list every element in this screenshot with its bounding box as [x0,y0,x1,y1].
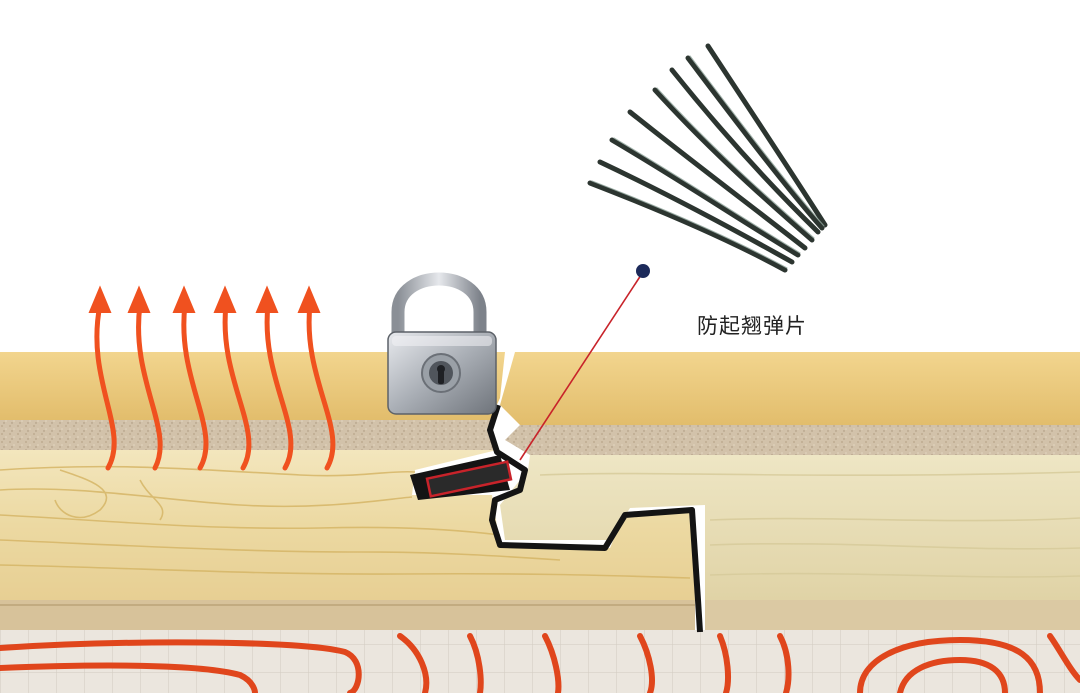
heat-arrow-icon [127,285,163,471]
right-board-backing [705,600,1080,630]
floor-heating-pipe [0,633,1080,693]
heat-arrow-icon [88,285,117,471]
left-board-core [0,450,695,600]
right-board-particle-layer [505,425,1080,455]
right-board-core [500,455,1080,600]
spring-clip-icon [587,43,828,273]
callout-marker [636,264,650,278]
heat-arrows [88,285,336,471]
right-board-veneer [500,352,1080,425]
floor-heating-base [0,630,1080,693]
heat-arrow-icon [172,285,209,471]
tongue-groove-gap [487,404,703,633]
left-floor-board [0,352,695,630]
spring-clip-slot [425,460,513,498]
heat-arrow-icon [255,285,294,471]
padlock-icon [387,272,497,415]
right-floor-board [500,352,1080,630]
callout-label: 防起翘弹片 [697,314,807,338]
heat-arrow-icon [213,285,252,471]
callout-line [519,271,644,461]
left-board-veneer [0,352,505,420]
heat-arrow-icon [297,285,336,471]
